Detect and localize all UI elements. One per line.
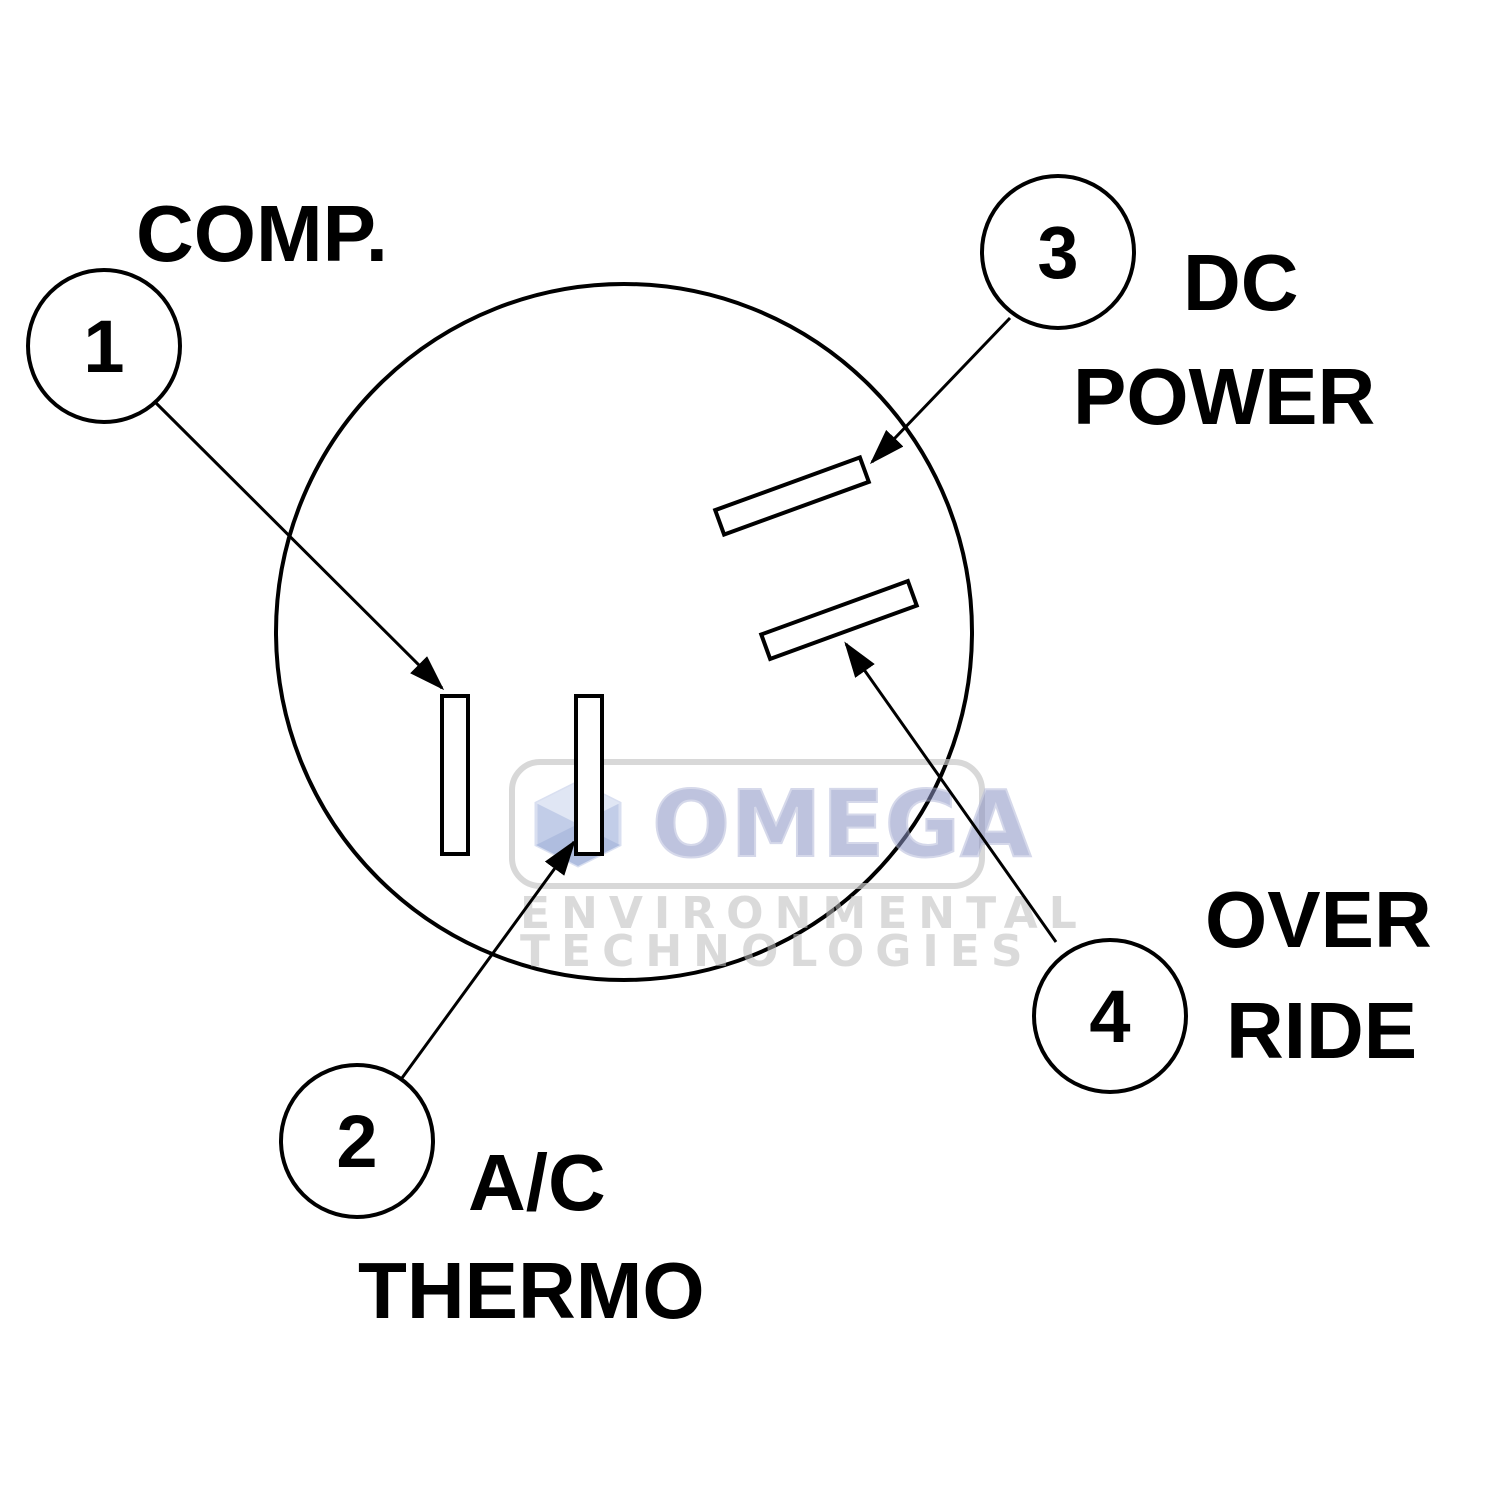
- pin-2-leader-arrow: [400, 839, 576, 1079]
- pin-4-label-line-2: RIDE: [1226, 986, 1417, 1075]
- pin-2-label-line-2: THERMO: [358, 1246, 705, 1335]
- pin-3-callout: 3: [980, 174, 1136, 330]
- pin-4-number: 4: [1089, 975, 1130, 1058]
- pin-1-callout: 1: [26, 268, 182, 424]
- pin-2-blade: [574, 694, 604, 856]
- watermark-line1: ENVIRONMENTAL: [520, 888, 1088, 939]
- pin-1-label: COMP.: [136, 189, 388, 278]
- omega-watermark: OMEGA ENVIRONMENTAL TECHNOLOGIES: [509, 759, 1088, 977]
- connector-body: [274, 282, 974, 982]
- pin-3-leader-arrow: [869, 316, 1012, 465]
- watermark-line2: TECHNOLOGIES: [520, 926, 1034, 977]
- pin-1-number: 1: [83, 305, 124, 388]
- pin-3-blade: [712, 454, 872, 538]
- pin-3-label-line-1: DC: [1183, 238, 1299, 327]
- pin-2-number: 2: [336, 1100, 377, 1183]
- pin-3-number: 3: [1037, 211, 1078, 294]
- pin-2-callout: 2: [279, 1063, 435, 1219]
- pin-4-leader-arrow: [844, 641, 1058, 943]
- pin-4-callout: 4: [1032, 938, 1188, 1094]
- pin-2-label-line-1: A/C: [468, 1138, 606, 1227]
- watermark-frame: [509, 759, 985, 889]
- watermark-brand: OMEGA: [652, 771, 1031, 878]
- pin-4-label-line-1: OVER: [1205, 875, 1432, 964]
- pin-1-blade: [440, 694, 470, 856]
- pin-3-label-line-2: POWER: [1073, 352, 1375, 441]
- pin-1-leader-arrow: [154, 401, 445, 691]
- pin-4-blade: [758, 578, 920, 662]
